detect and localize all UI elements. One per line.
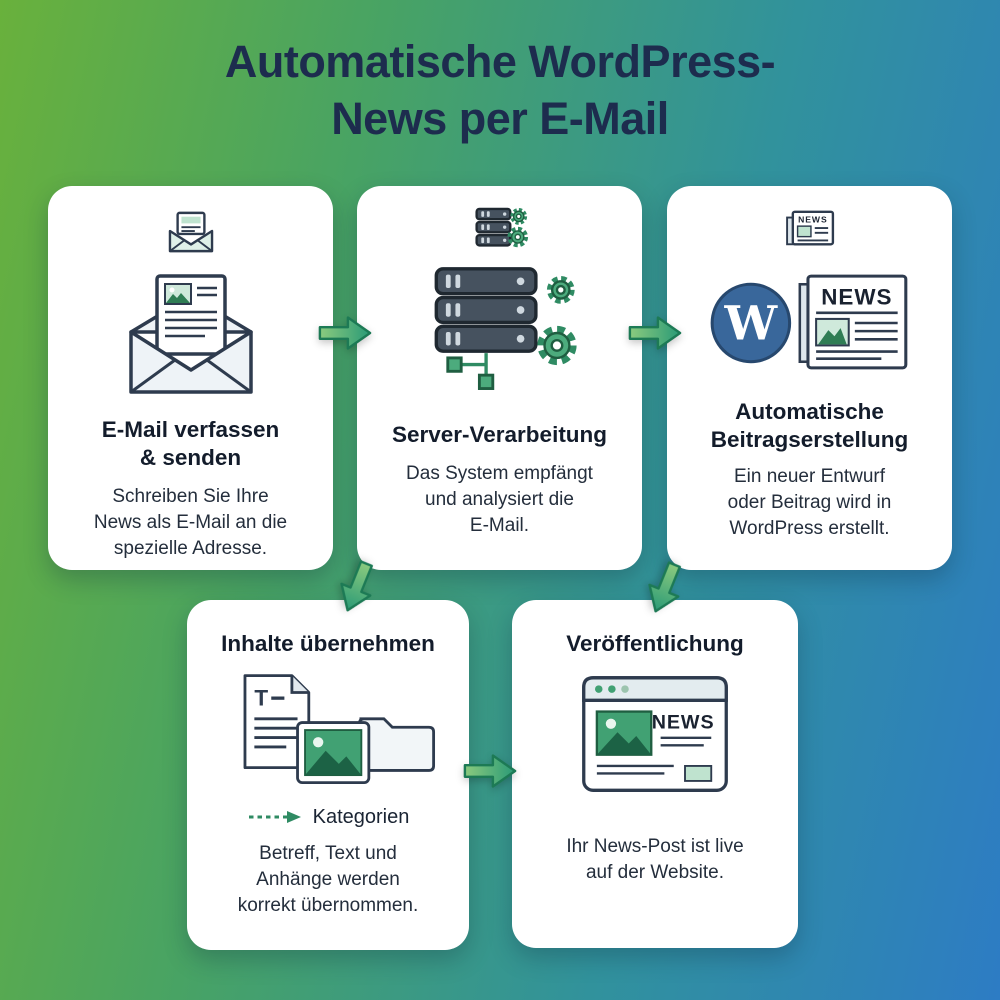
card-body-line: und analysiert die <box>425 489 574 511</box>
gear-icon <box>537 325 577 366</box>
folder-icon <box>357 717 435 772</box>
card-body-line: Das System empfängt <box>406 462 593 484</box>
document-image-folder-icon: T <box>211 670 446 792</box>
news-label: NEWS <box>652 711 715 733</box>
card-title-line: E-Mail verfassen <box>101 417 280 442</box>
card-body-line: Betreff, Text und <box>259 842 397 864</box>
card-title-publish: Veröffentlichung <box>566 631 744 656</box>
news-label: NEWS <box>821 285 892 310</box>
browser-dot-icon <box>608 685 616 693</box>
browser-dot-icon <box>621 685 629 693</box>
card-body-line: korrekt übernommen. <box>237 895 419 917</box>
page-title: Automatische WordPress- News per E-Mail <box>0 34 1000 147</box>
kategorien-row: Kategorien <box>247 805 410 829</box>
news-label: NEWS <box>798 214 828 224</box>
open-envelope-letter-icon <box>111 270 271 398</box>
card-body-content: Betreff, Text und Anhänge werden korrekt… <box>238 841 419 920</box>
gear-icon <box>546 276 575 304</box>
card-server-verarbeitung: Server-Verarbeitung Das System empfängt … <box>357 186 642 570</box>
card-body-line: Ein neuer Entwurf <box>733 465 885 487</box>
card-title-server: Server-Verarbeitung <box>391 422 608 447</box>
envelope-mini-icon <box>165 210 217 254</box>
card-email-verfassen: E-Mail verfassen & senden Schreiben Sie … <box>48 186 333 570</box>
card-title-content: Inhalte übernehmen <box>221 631 435 656</box>
document-letter: T <box>254 686 268 711</box>
card-body-line: spezielle Adresse. <box>113 538 268 560</box>
card-title-line: & senden <box>139 444 242 470</box>
card-body-line: WordPress erstellt. <box>729 518 890 540</box>
wordpress-monogram: W <box>723 296 778 351</box>
gear-icon <box>506 226 528 248</box>
card-veroeffentlichung: Veröffentlichung NEWS <box>512 600 798 948</box>
arrow-down-icon <box>635 554 695 622</box>
server-mini-icon <box>471 206 529 253</box>
card-body-email: Schreiben Sie Ihre News als E-Mail an di… <box>94 484 287 563</box>
card-body-line: News als E-Mail an die <box>93 512 288 533</box>
card-body-line: auf der Website. <box>585 862 724 884</box>
card-body-wordpress: Ein neuer Entwurf oder Beitrag wird in W… <box>728 464 892 543</box>
arrow-right-icon <box>317 312 373 354</box>
card-title-line: Beitragserstellung <box>710 426 909 452</box>
image-icon <box>295 721 370 784</box>
wordpress-newspaper-icon: W NEWS <box>710 270 910 376</box>
wordpress-logo-icon <box>710 282 791 364</box>
card-body-line: Anhänge werden <box>256 869 400 891</box>
card-title-email: E-Mail verfassen & senden <box>102 416 280 472</box>
card-body-line: Ihr News-Post ist live <box>566 835 744 857</box>
card-title-wordpress: Automatische Beitragserstellung <box>711 398 909 454</box>
browser-dot-icon <box>595 685 603 693</box>
arrow-right-icon <box>627 312 683 354</box>
card-body-line: oder Beitrag wird in <box>727 492 892 513</box>
card-body-line: Schreiben Sie Ihre <box>112 485 269 507</box>
arrow-right-icon <box>462 750 518 792</box>
kategorien-label: Kategorien <box>312 805 410 828</box>
card-beitragserstellung: NEWS W NEWS <box>667 186 952 570</box>
page-title-line2: News per E-Mail <box>331 92 669 144</box>
gear-icon <box>509 207 527 225</box>
server-rack-gears-icon <box>417 265 582 401</box>
arrow-down-icon <box>327 553 387 621</box>
card-inhalte-uebernehmen: Inhalte übernehmen T <box>187 600 469 950</box>
card-body-line: E-Mail. <box>469 515 530 537</box>
card-title-line: Automatische <box>735 399 884 424</box>
card-body-publish: Ihr News-Post ist live auf der Website. <box>566 834 743 886</box>
browser-news-icon: NEWS <box>580 674 730 796</box>
card-body-server: Das System empfängt und analysiert die E… <box>406 461 593 540</box>
dotted-arrow-icon <box>248 811 301 824</box>
page-title-line1: Automatische WordPress- <box>224 36 776 87</box>
article-image-icon <box>595 710 653 756</box>
newspaper-mini-icon: NEWS <box>783 208 837 250</box>
